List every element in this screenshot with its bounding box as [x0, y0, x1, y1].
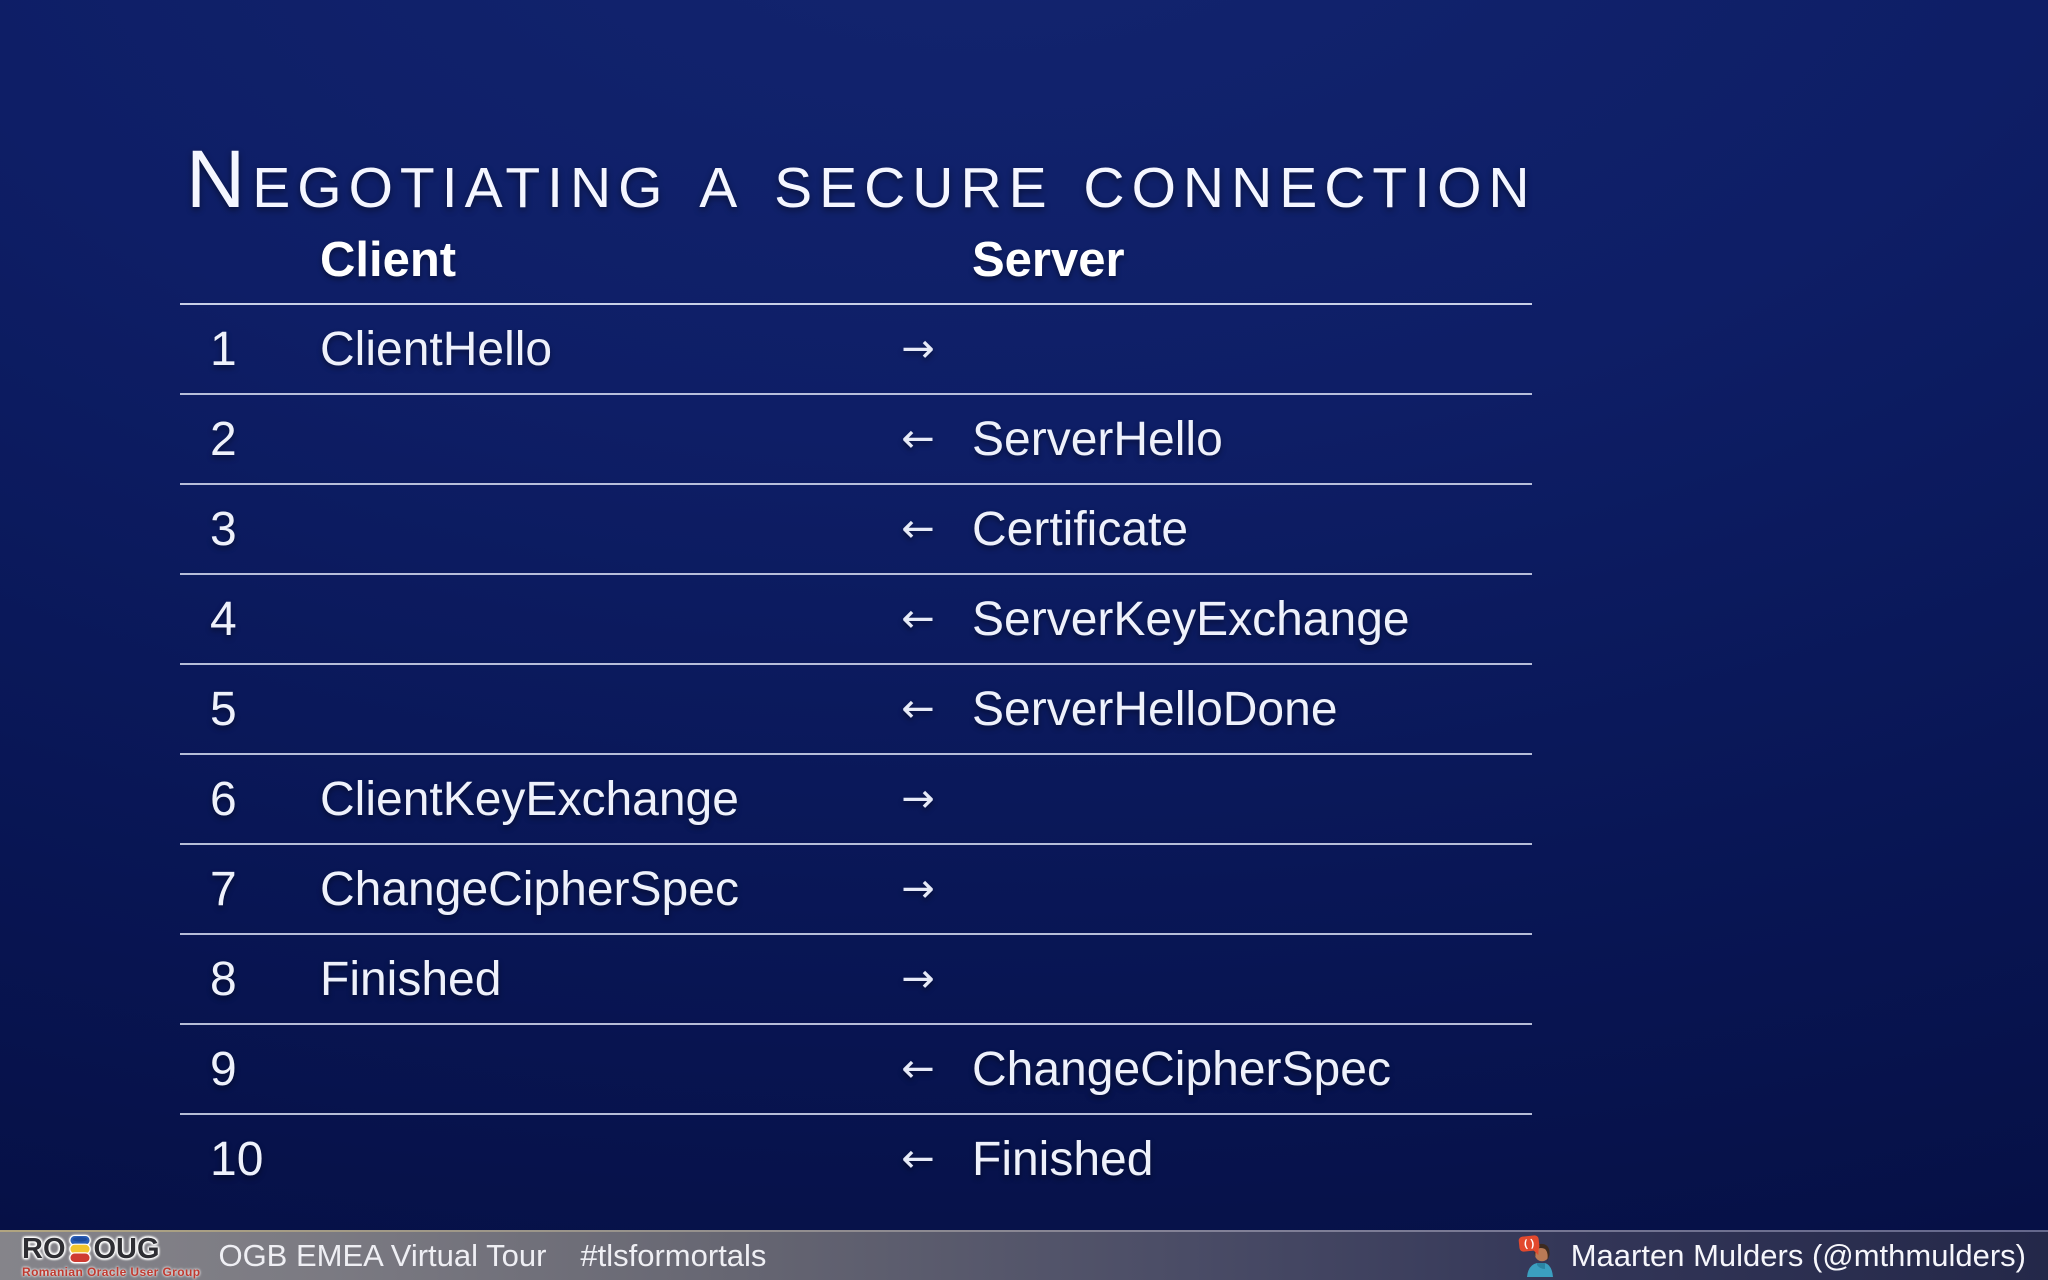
- rooug-logo-wordmark: RO OUG: [22, 1234, 160, 1264]
- direction-arrow-icon: →: [901, 866, 935, 912]
- rooug-logo-text-right: OUG: [93, 1232, 160, 1265]
- client-message: ClientHello: [320, 322, 553, 376]
- step-number: 9: [210, 1042, 237, 1096]
- direction-arrow-icon: →: [901, 776, 935, 822]
- rooug-logo: RO OUG Romanian Oracle User Group: [22, 1234, 200, 1278]
- direction-arrow-icon: ←: [901, 506, 935, 552]
- step-number: 7: [210, 862, 237, 916]
- client-column-header: Client: [320, 232, 457, 287]
- step-number: 4: [210, 592, 237, 646]
- step-number: 8: [210, 952, 237, 1006]
- server-message: Finished: [972, 1132, 1154, 1186]
- direction-arrow-icon: ←: [901, 416, 935, 462]
- footer-bar: RO OUG Romanian Oracle User Group OGB EM…: [0, 1230, 2048, 1280]
- slide-title: Negotiating a secure connection: [186, 133, 1537, 225]
- table-header-row: Client Server: [180, 216, 1532, 305]
- step-number: 3: [210, 502, 237, 556]
- step-number: 1: [210, 322, 237, 376]
- server-column-header: Server: [972, 232, 1125, 287]
- oracle-barrel-icon: [68, 1234, 91, 1264]
- client-message: ClientKeyExchange: [320, 772, 739, 826]
- table-row: 10 ← Finished: [180, 1115, 1532, 1203]
- step-number: 6: [210, 772, 237, 826]
- rooug-logo-text-left: RO: [22, 1232, 66, 1265]
- event-hashtag: #tlsformortals: [580, 1238, 767, 1273]
- event-name: OGB EMEA Virtual Tour: [218, 1238, 547, 1273]
- direction-arrow-icon: ←: [901, 596, 935, 642]
- direction-arrow-icon: ←: [901, 1046, 935, 1092]
- step-number: 5: [210, 682, 237, 736]
- table-row: 4 ← ServerKeyExchange: [180, 575, 1532, 665]
- client-message: ChangeCipherSpec: [320, 862, 739, 916]
- rooug-logo-subtitle: Romanian Oracle User Group: [22, 1265, 201, 1279]
- server-message: ServerKeyExchange: [972, 592, 1410, 646]
- server-message: ServerHelloDone: [972, 682, 1338, 736]
- table-row: 2 ← ServerHello: [180, 395, 1532, 485]
- server-message: ServerHello: [972, 412, 1223, 466]
- table-row: 7 ChangeCipherSpec →: [180, 845, 1532, 935]
- table-row: 3 ← Certificate: [180, 485, 1532, 575]
- bubble-code-text: (): [1522, 1237, 1537, 1251]
- server-message: Certificate: [972, 502, 1189, 556]
- direction-arrow-icon: →: [901, 326, 935, 372]
- table-row: 6 ClientKeyExchange →: [180, 755, 1532, 845]
- direction-arrow-icon: ←: [901, 1136, 935, 1182]
- table-row: 9 ← ChangeCipherSpec: [180, 1025, 1532, 1115]
- speaker-with-bubble-icon: (): [1518, 1235, 1553, 1277]
- table-row: 5 ← ServerHelloDone: [180, 665, 1532, 755]
- step-number: 2: [210, 412, 237, 466]
- table-row: 1 ClientHello →: [180, 305, 1532, 395]
- step-number: 10: [210, 1132, 264, 1186]
- table-row: 8 Finished →: [180, 935, 1532, 1025]
- client-message: Finished: [320, 952, 502, 1006]
- handshake-table: Client Server 1 ClientHello → 2 ← Server…: [180, 216, 1532, 1203]
- direction-arrow-icon: ←: [901, 686, 935, 732]
- author-handle: Maarten Mulders (@mthmulders): [1570, 1238, 2026, 1273]
- server-message: ChangeCipherSpec: [972, 1042, 1391, 1096]
- direction-arrow-icon: →: [901, 956, 935, 1002]
